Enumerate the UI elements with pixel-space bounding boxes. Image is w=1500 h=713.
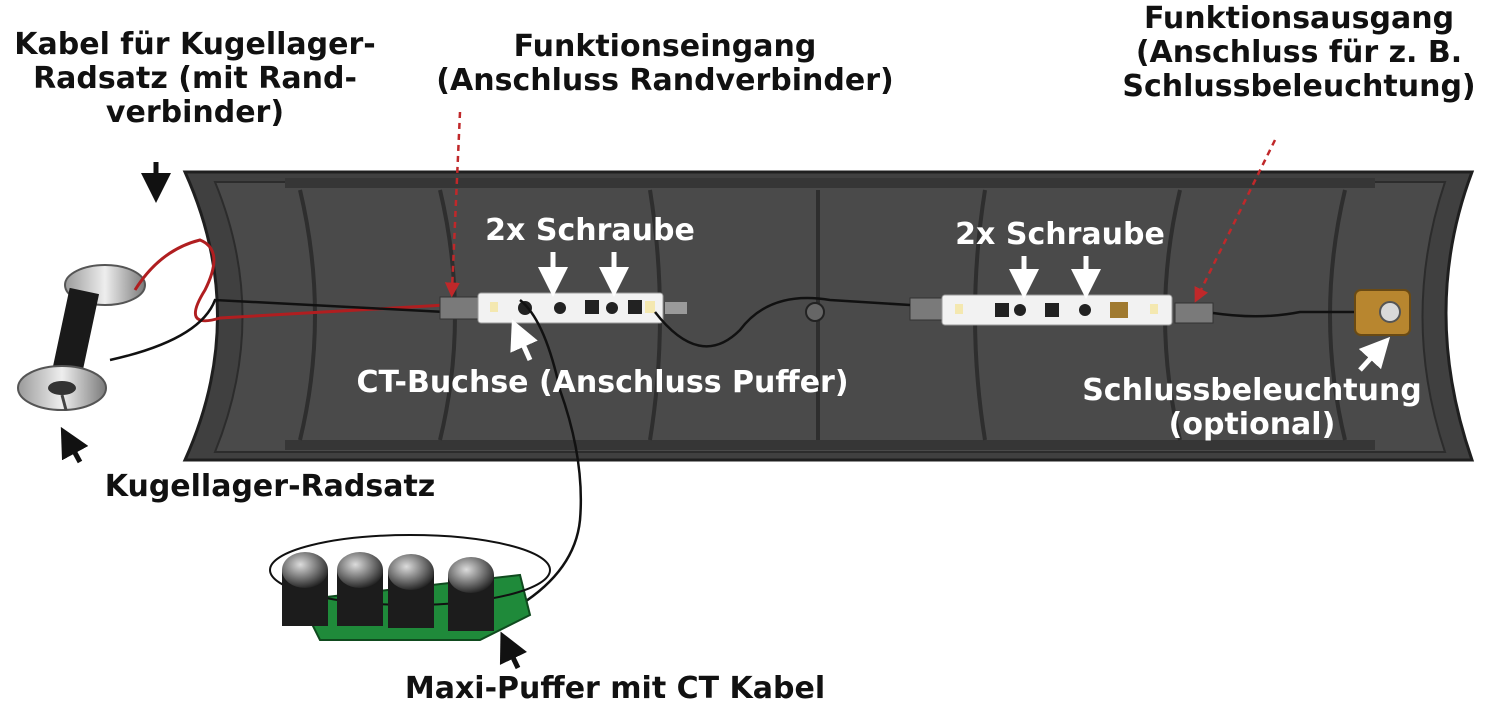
label-funktionseingang-line1: Funktionseingang [513,29,817,64]
decoder-board-right [909,294,1214,326]
tail-light [1354,289,1411,336]
tray-inner-panel [213,181,1447,453]
wheelset [17,264,146,411]
label-schlussbeleuchtung-line1: Schlussbeleuchtung [1082,373,1422,408]
label-ct-buchse: CT-Buchse (Anschluss Puffer) [356,365,849,400]
arrow-maxi-puffer [499,631,528,670]
arrow-ct-buchse [510,319,538,362]
tray-top-rail [285,178,1375,188]
lamp-wire [1212,310,1355,318]
arrow-funktionsausgang [1194,139,1277,303]
wheelset-wire-black [109,298,446,362]
board-link-wire [654,296,911,348]
label-funktionseingang-line2: (Anschluss Randverbinder) [436,63,894,98]
arrow-funktionseingang [444,111,462,298]
center-screw [805,302,825,322]
label-kabel-line1: Kabel für Kugellager- [14,27,376,62]
label-funktionseingang: Funktionseingang (Anschluss Randverbinde… [405,30,925,98]
label-kabel-line3: verbinder) [105,95,285,130]
maxi-buffer [269,534,551,641]
label-schlussbeleuchtung-line2: (optional) [1168,407,1336,442]
label-kabel: Kabel für Kugellager- Radsatz (mit Rand-… [0,28,390,130]
label-funktionsausgang-line1: Funktionsausgang [1143,1,1455,36]
decoder-board-left [439,292,687,324]
label-kabel-line2: Radsatz (mit Rand- [33,61,357,96]
label-kugellager: Kugellager-Radsatz [104,469,436,504]
label-funktionsausgang: Funktionsausgang (Anschluss für z. B. Sc… [1100,2,1498,104]
label-maxi-puffer: Maxi-Puffer mit CT Kabel [404,671,826,706]
label-schraube-right: 2x Schraube [955,217,1165,252]
label-funktionsausgang-line3: Schlussbeleuchtung) [1122,69,1476,104]
label-schlussbeleuchtung: Schlussbeleuchtung (optional) [1062,374,1442,442]
label-funktionsausgang-line2: (Anschluss für z. B. [1135,35,1463,70]
wheelset-wire-red [133,238,446,323]
tray-bottom-rail [285,440,1375,450]
arrow-kugellager [60,426,89,464]
ct-cable [519,299,583,607]
arrow-schlussbeleuchtung [1358,336,1391,372]
label-schraube-left: 2x Schraube [485,213,695,248]
